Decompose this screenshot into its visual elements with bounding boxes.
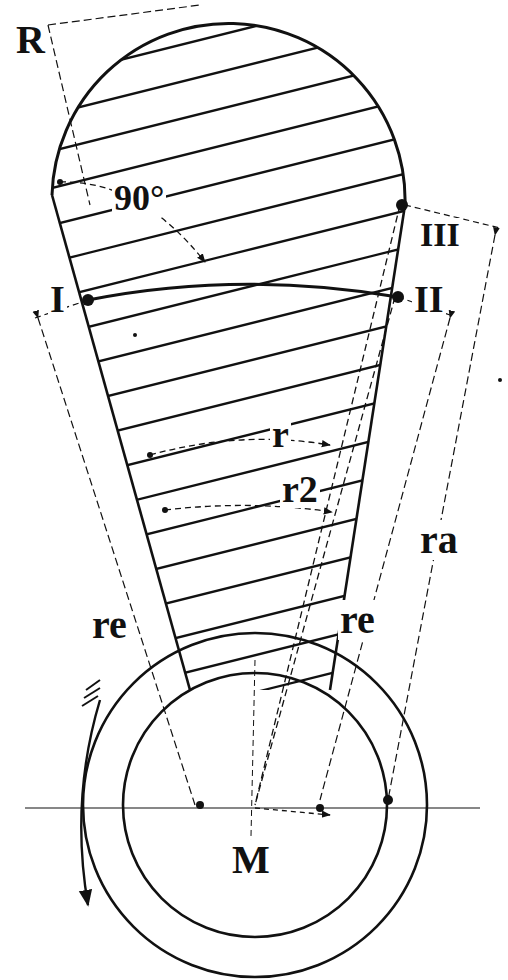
- hatch-line: [20, 419, 460, 529]
- hatch-line: [20, 234, 460, 344]
- label: ra: [418, 520, 460, 560]
- label: re: [90, 605, 129, 645]
- hatch-line: [20, 567, 460, 677]
- hatch-line: [20, 641, 460, 751]
- direction-mark: [82, 680, 100, 706]
- hatch-line: [20, 382, 460, 492]
- hatching: [20, 0, 460, 936]
- label: r2: [280, 470, 320, 508]
- hatch-line: [20, 271, 460, 381]
- label: re: [338, 600, 377, 640]
- hatch-line: [20, 493, 460, 603]
- hatch-line: [20, 160, 460, 270]
- hatch-line: [20, 345, 460, 455]
- hatch-line: [20, 530, 460, 640]
- pivot-points: [57, 179, 502, 812]
- label: 90°: [112, 180, 166, 216]
- hatch-line: [20, 789, 460, 899]
- hatch-line: [20, 197, 460, 307]
- hatch-line: [20, 0, 460, 11]
- hatch-line: [20, 456, 460, 566]
- label: R: [14, 20, 47, 60]
- label: II: [412, 280, 446, 318]
- hatch-line: [20, 308, 460, 418]
- hatch-line: [20, 0, 460, 85]
- label: r: [270, 415, 291, 453]
- label: III: [418, 218, 462, 252]
- outline: [25, 5, 500, 977]
- label: I: [48, 280, 67, 318]
- hatch-line: [20, 12, 460, 122]
- label: M: [230, 840, 272, 880]
- hatch-line: [20, 604, 460, 714]
